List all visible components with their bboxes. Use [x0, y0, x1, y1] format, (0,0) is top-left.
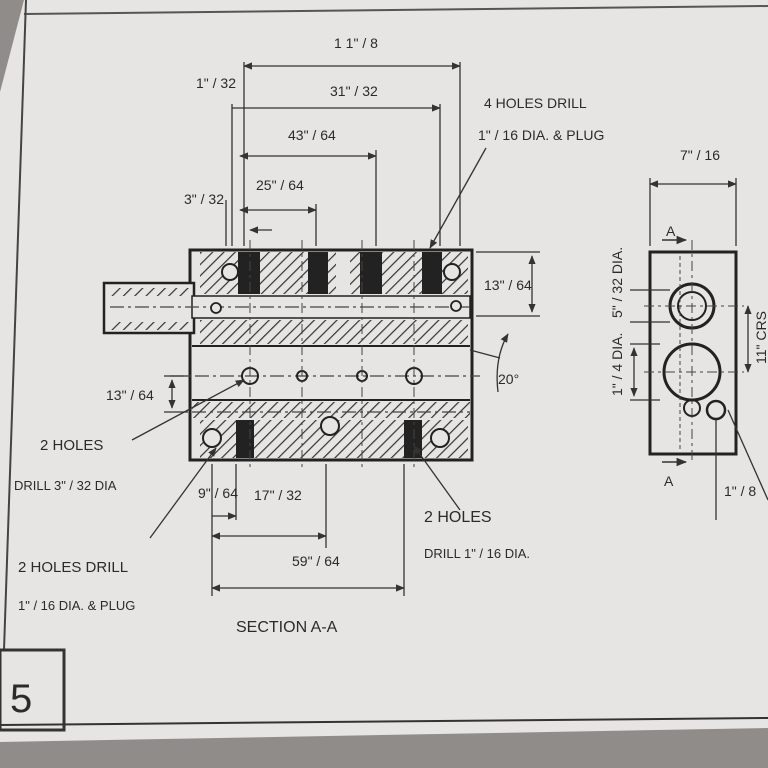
- dim-25-64: 25" / 64: [256, 177, 304, 193]
- side-view: A A: [644, 223, 744, 489]
- plug-block: [308, 252, 328, 294]
- dim-13-64-left: 13" / 64: [106, 387, 154, 403]
- section-mark-top: A: [666, 223, 676, 239]
- dim-13-64-right: 13" / 64: [484, 277, 532, 293]
- note-2-holes-right-line2: DRILL 1" / 16 DIA.: [424, 546, 530, 561]
- plug-block: [360, 252, 382, 294]
- dim-59-64: 59" / 64: [292, 553, 340, 569]
- body-outline: [188, 248, 474, 462]
- sheet-border-bottom: [0, 717, 768, 726]
- side-dimension-lines: [630, 178, 768, 520]
- plug-block: [238, 252, 260, 294]
- side-small-hole: [705, 399, 727, 421]
- dim-angle-20: 20°: [498, 371, 519, 387]
- side-view-outline: [648, 250, 738, 456]
- dim-1-32: 1" / 32: [196, 75, 236, 91]
- note-2-holes-lower-line1: 2 HOLES DRILL: [18, 559, 128, 576]
- note-4-holes-line1: 4 HOLES DRILL: [484, 95, 587, 111]
- note-2-holes-upper-line2: DRILL 3" / 32 DIA: [14, 478, 117, 493]
- dim-3-32: 3" / 32: [184, 191, 224, 207]
- sheet-border-left: [3, 0, 27, 651]
- dim-9-64: 9" / 64: [198, 485, 238, 501]
- problem-number-box: 5: [0, 648, 66, 732]
- section-a-a-view: [102, 240, 480, 470]
- section-title: SECTION A-A: [236, 619, 338, 636]
- sheet-border-top: [23, 5, 768, 15]
- note-4-holes-line2: 1" / 16 DIA. & PLUG: [478, 127, 604, 143]
- dimension-lines-top: [225, 62, 461, 246]
- hatched-middle-band: [200, 320, 468, 344]
- note-2-holes-lower-line2: 1" / 16 DIA. & PLUG: [18, 598, 135, 613]
- side-dim-11-crs: 11" CRS: [753, 311, 768, 364]
- note-2-holes-right-line1: 2 HOLES: [424, 509, 492, 526]
- dimension-lines-right: [469, 251, 540, 393]
- side-dim-5-32: 5" / 32 DIA.: [609, 247, 625, 318]
- note-2-holes-upper-line1: 2 HOLES: [40, 437, 103, 454]
- dim-17-32: 17" / 32: [254, 487, 302, 503]
- side-dim-1-8: 1" / 8: [724, 483, 756, 499]
- plug-block: [236, 420, 254, 458]
- section-mark-bottom: A: [664, 473, 674, 489]
- side-dim-7-16: 7" / 16: [680, 147, 720, 163]
- plug-block: [422, 252, 442, 294]
- leader-lines: [131, 147, 487, 539]
- dim-overall-width: 1 1" / 8: [334, 35, 378, 51]
- lower-bore: [192, 402, 470, 418]
- dim-31-32: 31" / 32: [330, 83, 378, 99]
- dimension-lines-bottom: [211, 464, 405, 596]
- problem-number: 5: [10, 677, 32, 721]
- side-dim-1-4: 1" / 4 DIA.: [609, 333, 625, 396]
- dim-43-64: 43" / 64: [288, 127, 336, 143]
